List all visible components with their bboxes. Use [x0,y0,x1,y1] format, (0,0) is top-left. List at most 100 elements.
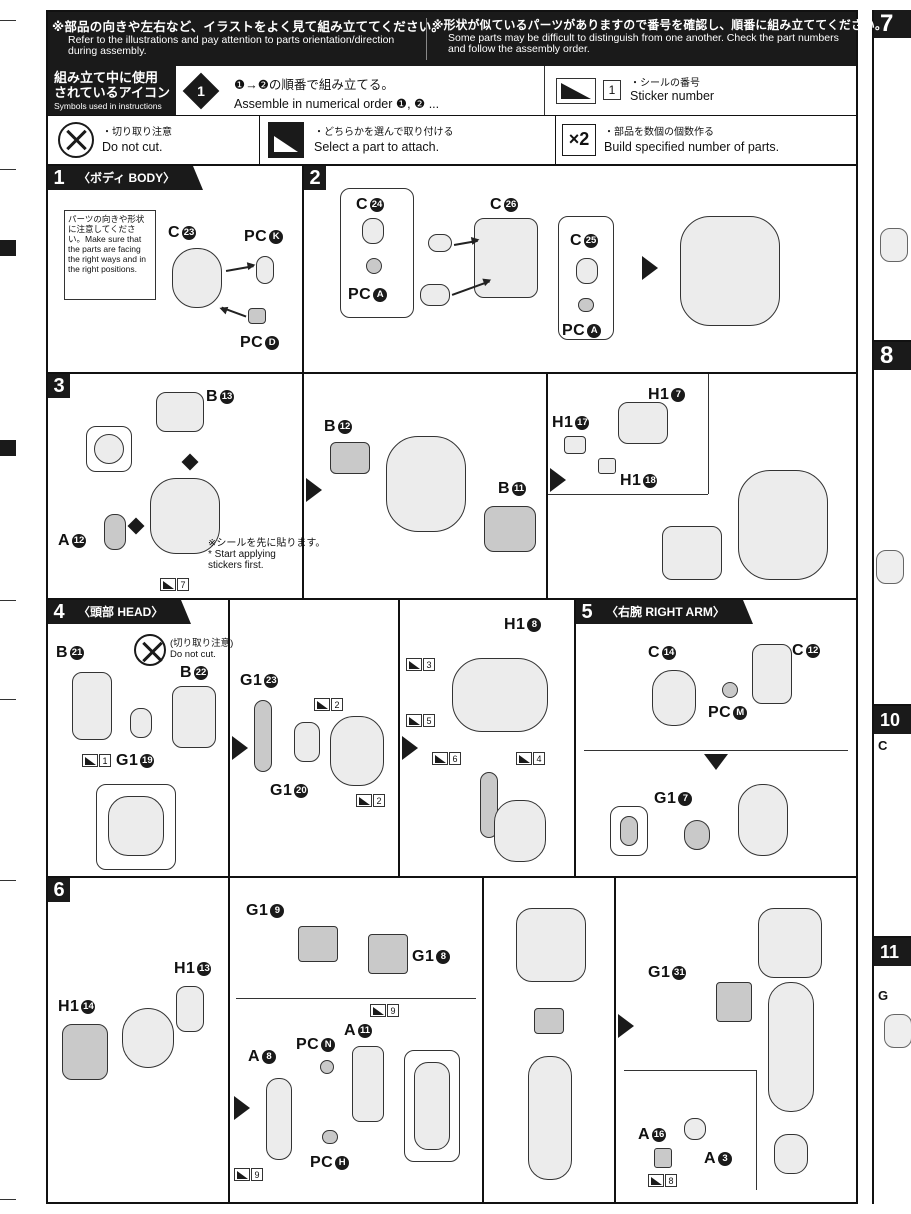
part-illustration [62,1024,108,1080]
step-divider [228,878,230,1204]
legend-separator [544,66,545,115]
sticker-marker: 9 [370,1004,399,1019]
legend-multiple-jp: ・部品を数個の個数作る [604,127,714,138]
part-label-fragment: G [878,988,889,1003]
next-arrow [306,478,322,502]
orientation-note: パーツの向きや形状に注意してください。Make sure that the pa… [64,210,156,300]
legend-cut-jp: ・切り取り注意 [102,127,172,138]
legend-cut-en: Do not cut. [102,140,163,154]
part-illustration [618,402,668,444]
subassembly-line [624,1070,756,1071]
sticker-marker: 1 [82,754,111,769]
sticker-marker: 8 [648,1174,677,1189]
sticker-icon [556,78,596,104]
body-assembly-illustration [386,436,466,532]
part-illustration [298,926,338,962]
sticker-note-jp: ※シールを先に貼ります。 [208,538,326,549]
step-title: 〈頭部 HEAD〉 [70,600,192,624]
multiply-icon: ×2 [562,124,596,156]
leg-illustration [528,1056,572,1180]
legend-sticker-en: Sticker number [630,89,715,103]
sticker-number-box: 1 [603,80,621,100]
previous-page-fragment [0,440,16,456]
leg-illustration [768,982,814,1112]
cut-caution: (切り取り注意) Do not cut. [170,638,233,660]
next-arrow [618,1014,634,1038]
sticker-marker: 2 [356,794,385,809]
part-illustration [684,820,710,850]
part-illustration [368,934,408,974]
sticker-marker: 9 [234,1168,263,1183]
part-illustration [484,506,536,552]
part-illustration [716,982,752,1022]
next-arrow [232,736,248,760]
part-illustration [662,526,722,580]
part-illustration [774,1134,808,1174]
legend-multiple: ×2 ・部品を数個の個数作る Build specified number of… [556,116,856,164]
part-illustration [266,1078,292,1160]
assembly-arrow [221,307,247,318]
order-icon-glyph: 1 [197,83,205,99]
part-illustration [620,816,638,846]
part-illustration [474,218,538,298]
part-illustration [108,796,164,856]
legend-select-en: Select a part to attach. [314,140,440,154]
select-part-icon [268,122,304,158]
body-part-illustration [172,248,222,308]
order-icon-1 [127,517,145,535]
previous-page-edge [0,0,16,1214]
subassembly-line [708,374,709,494]
part-illustration [72,672,112,740]
part-illustration [176,986,204,1032]
legend-sticker-jp: ・シールの番号 [630,78,700,89]
part-illustration [352,1046,384,1122]
previous-page-fragment [0,240,16,256]
sticker-marker: 7 [160,578,189,593]
step-number-11: 11 [874,938,911,966]
previous-page-fragment [0,20,16,170]
legend-title-en: Symbols used in instructions [54,101,162,111]
legend-order-en: Assemble in numerical order ❶, ❷ ... [234,97,440,111]
header-left: ※部品の向きや左右など、イラストをよく見て組み立ててください。 Refer to… [52,16,444,57]
step-number: 1 [48,166,70,190]
legend-row-1: 組み立て中に使用されているアイコン Symbols used in instru… [48,66,856,116]
next-arrow [234,1096,250,1120]
part-illustration [428,234,452,252]
step-number: 2 [304,166,326,190]
legend-select-text: ・どちらかを選んで取り付ける Select a part to attach. [314,126,454,154]
part-illustration [598,458,616,474]
part-illustration [366,258,382,274]
body-assembly-illustration [738,470,828,580]
legend-title: 組み立て中に使用されているアイコン Symbols used in instru… [48,66,176,115]
leg-joint-illustration [122,1008,174,1068]
legend-row-2: ・切り取り注意 Do not cut. ・どちらかを選んで取り付ける Selec… [48,116,856,166]
substep-divider [236,998,476,999]
step-number-7: 7 [874,10,911,38]
header-left-jp: ※部品の向きや左右など、イラストをよく見て組み立ててください。 [52,20,445,34]
legend-cut-text: ・切り取り注意 Do not cut. [102,126,172,154]
sticker-marker: 4 [516,752,545,767]
previous-page-fragment [0,600,16,700]
step-divider [874,936,911,938]
part-illustration [880,228,908,262]
part-illustration [576,258,598,284]
legend-order: ❶→❷の順番で組み立てる。 Assemble in numerical orde… [234,74,439,111]
assembly-arrow [225,265,254,272]
step-divider [228,600,230,876]
